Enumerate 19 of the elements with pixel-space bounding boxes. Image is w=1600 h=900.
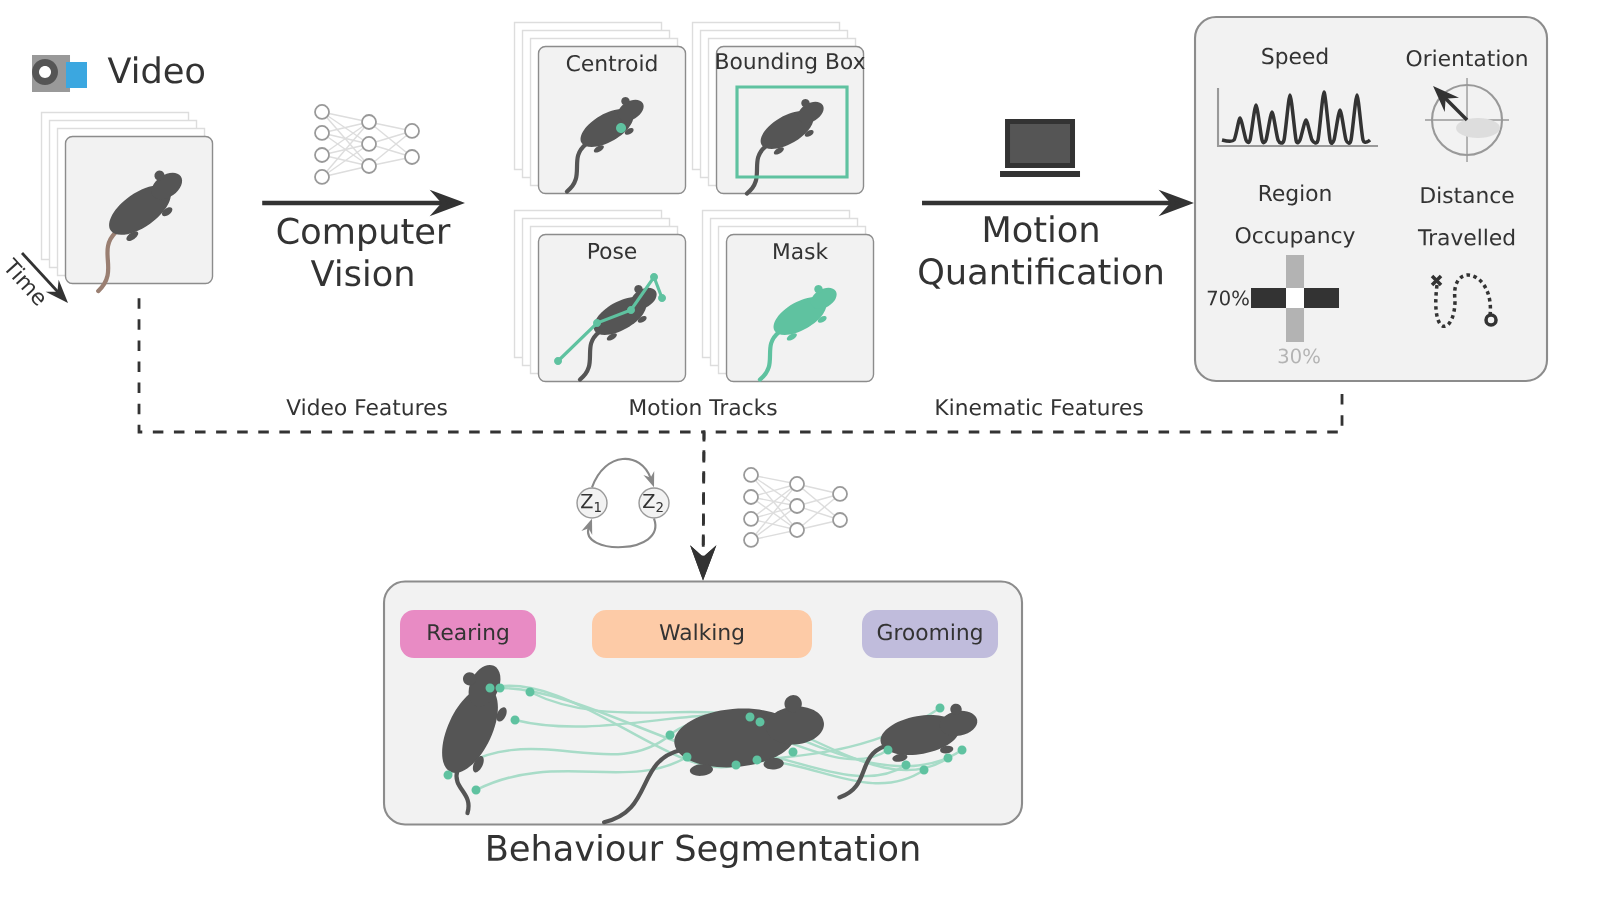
behaviour-tag: Walking xyxy=(592,610,812,658)
heading: Video xyxy=(107,56,204,84)
section-label: Motion Tracks xyxy=(630,398,777,416)
edge-label: Computer Vision xyxy=(277,217,451,287)
edge-label: Kinematic Features xyxy=(936,398,1143,416)
feature-label: Distance Travelled xyxy=(1417,186,1515,246)
edge-label: Motion Quantification xyxy=(919,215,1162,289)
percent-label: 70% xyxy=(1207,290,1249,306)
feature-label: Region Occupancy xyxy=(1235,184,1355,248)
feature-label: Speed xyxy=(1262,47,1328,69)
heading: Behaviour Segmentation xyxy=(488,833,919,868)
behaviour-tag: Rearing xyxy=(400,610,536,658)
behaviour-tag: Grooming xyxy=(862,610,998,658)
arrow xyxy=(591,457,655,488)
features-panel xyxy=(1193,15,1549,383)
arrow xyxy=(581,518,657,549)
percent-label: 30% xyxy=(1278,348,1320,364)
feature-label: Orientation xyxy=(1406,49,1527,67)
edge-label: Video Features xyxy=(286,398,447,416)
